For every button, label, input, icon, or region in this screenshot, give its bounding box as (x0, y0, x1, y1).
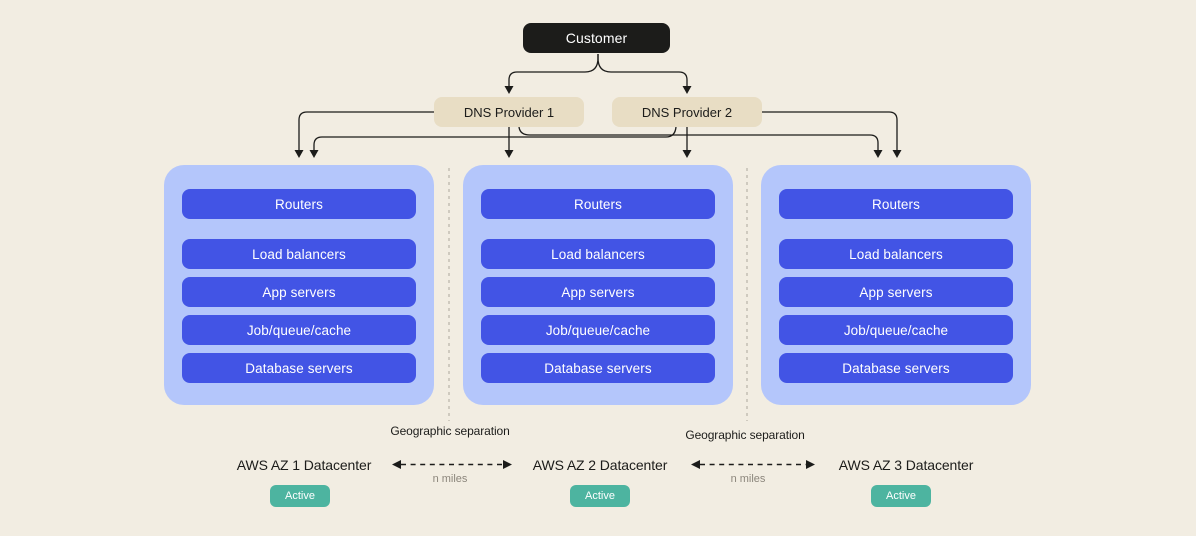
geographic-separation-label-left: Geographic separation (390, 424, 510, 438)
dns-provider-1-node: DNS Provider 1 (434, 97, 584, 127)
distance-label-left: n miles (432, 473, 468, 485)
geographic-separator-dashed-lines (448, 168, 748, 421)
distance-arrow-left (392, 460, 512, 469)
distance-label-right: n miles (730, 473, 766, 485)
dns-arrowheads (504, 86, 692, 94)
datacenter-3-container: Routers Load balancers App servers Job/q… (761, 165, 1031, 405)
tier-database-servers: Database servers (481, 353, 715, 383)
tier-routers: Routers (779, 189, 1013, 219)
tier-database-servers: Database servers (779, 353, 1013, 383)
tier-load-balancers: Load balancers (182, 239, 416, 269)
bottom-edge-strip (0, 536, 1196, 541)
dns-provider-2-node: DNS Provider 2 (612, 97, 762, 127)
tier-load-balancers: Load balancers (779, 239, 1013, 269)
datacenter-3-name: AWS AZ 3 Datacenter (838, 457, 974, 473)
tier-job-queue-cache: Job/queue/cache (182, 315, 416, 345)
geographic-separation-label-right: Geographic separation (685, 428, 805, 442)
customer-node: Customer (523, 23, 670, 53)
customer-to-dns-arrows (508, 54, 688, 87)
tier-routers: Routers (182, 189, 416, 219)
tier-app-servers: App servers (779, 277, 1013, 307)
datacenter-1-container: Routers Load balancers App servers Job/q… (164, 165, 434, 405)
tier-load-balancers: Load balancers (481, 239, 715, 269)
datacenter-1-status-badge: Active (270, 485, 330, 507)
datacenter-2-container: Routers Load balancers App servers Job/q… (463, 165, 733, 405)
datacenter-2-name: AWS AZ 2 Datacenter (532, 457, 668, 473)
tier-routers: Routers (481, 189, 715, 219)
tier-app-servers: App servers (182, 277, 416, 307)
tier-database-servers: Database servers (182, 353, 416, 383)
tier-job-queue-cache: Job/queue/cache (481, 315, 715, 345)
distance-arrow-right (691, 460, 815, 469)
dns-to-datacenter-lines (298, 111, 898, 150)
tier-app-servers: App servers (481, 277, 715, 307)
datacenter-arrowheads (294, 150, 902, 158)
tier-job-queue-cache: Job/queue/cache (779, 315, 1013, 345)
datacenter-2-status-badge: Active (570, 485, 630, 507)
datacenter-3-status-badge: Active (871, 485, 931, 507)
datacenter-1-name: AWS AZ 1 Datacenter (236, 457, 372, 473)
